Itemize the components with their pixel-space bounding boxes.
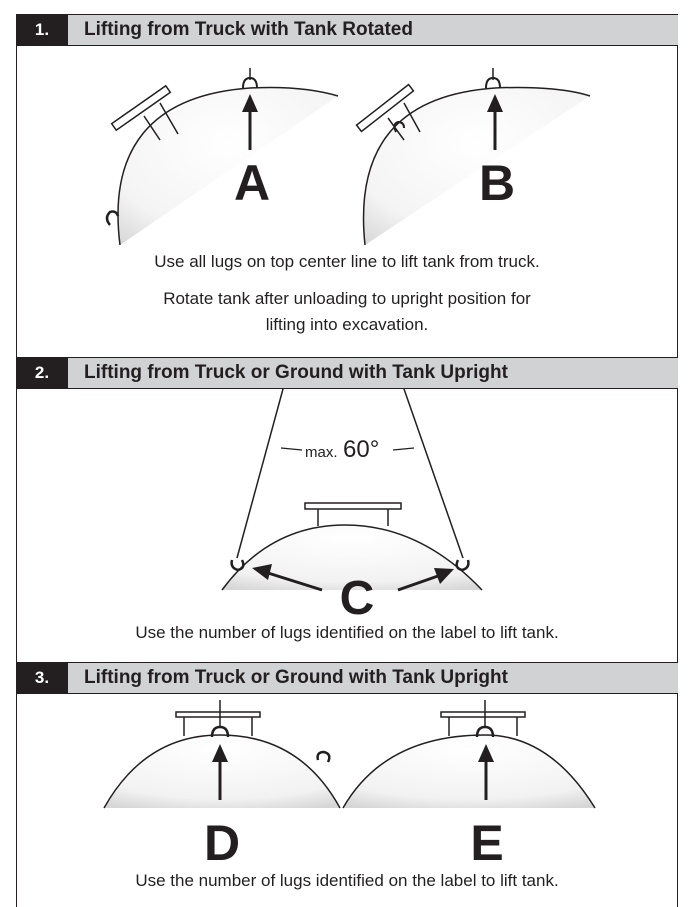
side-lug-a bbox=[105, 210, 120, 226]
arrow-c-left bbox=[252, 564, 323, 592]
section-1-caption-3: lifting into excavation. bbox=[265, 315, 429, 334]
section-2-header: 2. Lifting from Truck or Ground with Tan… bbox=[16, 357, 678, 389]
sling-left bbox=[236, 388, 284, 559]
section-3-header: 3. Lifting from Truck or Ground with Tan… bbox=[16, 662, 678, 694]
arrow-d bbox=[212, 744, 228, 800]
lifting-lug-b bbox=[485, 68, 501, 89]
label-e: E bbox=[470, 815, 503, 871]
tank-c-illustration: max. 60° C bbox=[221, 388, 483, 625]
section-1-caption-2: Rotate tank after unloading to upright p… bbox=[163, 289, 531, 308]
tank-b-illustration: B bbox=[355, 68, 591, 246]
section-1-number: 1. bbox=[16, 15, 68, 45]
label-d: D bbox=[204, 815, 240, 871]
label-a: A bbox=[234, 155, 270, 211]
label-c: C bbox=[340, 572, 375, 625]
angle-prefix: max. bbox=[305, 444, 338, 461]
tank-a-illustration: A bbox=[105, 68, 339, 246]
label-b: B bbox=[479, 155, 515, 211]
lifting-lug-e bbox=[475, 700, 495, 738]
section-3-title: Lifting from Truck or Ground with Tank U… bbox=[68, 663, 678, 693]
lifting-lug-d bbox=[210, 700, 230, 738]
section-1-header: 1. Lifting from Truck with Tank Rotated bbox=[16, 14, 678, 46]
arrow-e bbox=[478, 744, 494, 800]
lifting-lug-a bbox=[242, 68, 258, 89]
lug-right bbox=[455, 559, 470, 572]
section-1-diagram: A B bbox=[105, 68, 591, 246]
lug-left bbox=[230, 559, 245, 572]
manway-e bbox=[440, 711, 526, 736]
section-1-caption-1: Use all lugs on top center line to lift … bbox=[154, 252, 540, 271]
manway-a bbox=[110, 84, 179, 141]
manway-d bbox=[175, 711, 261, 736]
arrow-a bbox=[242, 94, 258, 150]
section-1-title: Lifting from Truck with Tank Rotated bbox=[68, 15, 678, 45]
section-2-caption: Use the number of lugs identified on the… bbox=[135, 623, 559, 642]
arrow-c-right bbox=[397, 568, 454, 592]
tank-d-illustration: D bbox=[103, 700, 341, 871]
section-2-title: Lifting from Truck or Ground with Tank U… bbox=[68, 358, 678, 388]
section-2-diagram: max. 60° C bbox=[221, 388, 483, 625]
manway-c bbox=[304, 502, 402, 526]
tank-e-illustration: E bbox=[342, 700, 596, 871]
manway-b bbox=[355, 83, 421, 141]
section-2-number: 2. bbox=[16, 358, 68, 388]
section-3-caption: Use the number of lugs identified on the… bbox=[135, 871, 559, 890]
sling-right bbox=[403, 388, 464, 559]
angle-value: 60° bbox=[343, 436, 379, 463]
section-3-number: 3. bbox=[16, 663, 68, 693]
side-lug-d bbox=[316, 750, 331, 763]
arrow-b bbox=[487, 94, 503, 150]
